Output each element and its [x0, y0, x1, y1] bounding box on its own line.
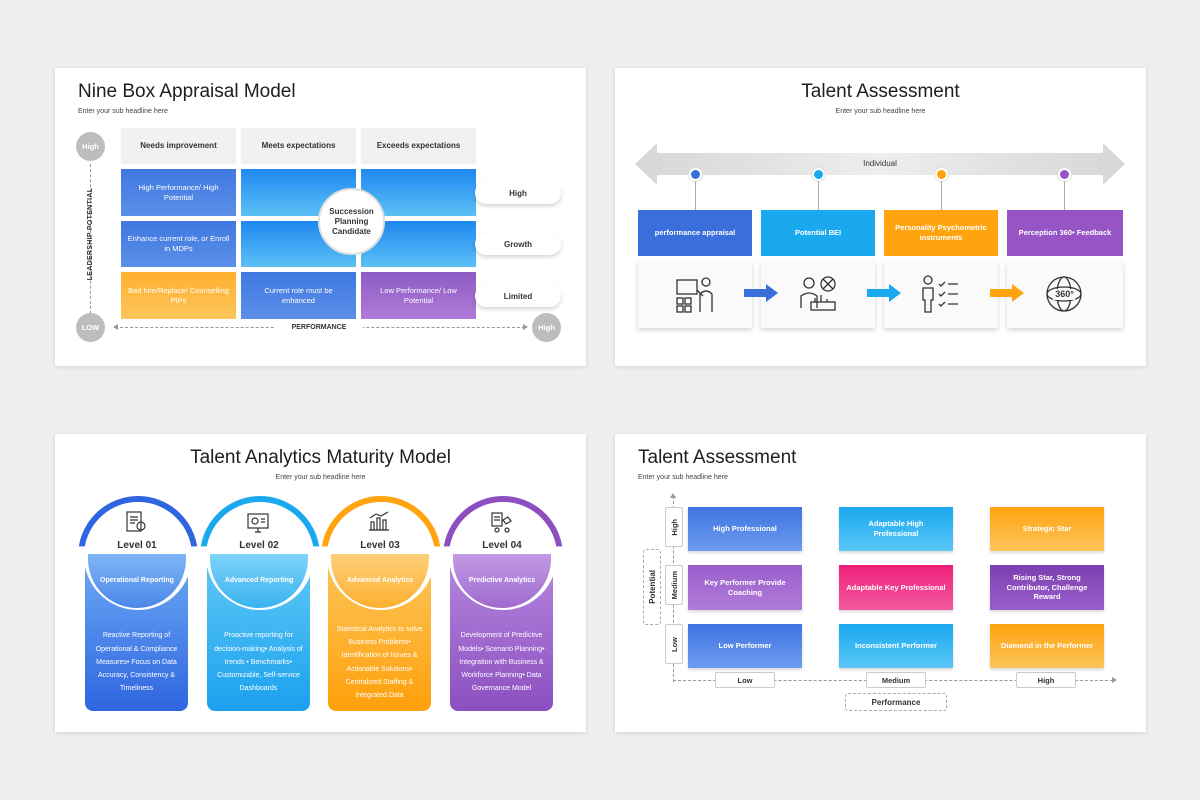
header-exceeds-expectations: Exceeds expectations [361, 128, 476, 164]
x-axis-left-arrow [113, 324, 118, 330]
panel-appraisal [638, 262, 752, 328]
panel-psychometric [884, 262, 998, 328]
slide-title: Nine Box Appraisal Model [78, 81, 296, 102]
cell-strategic-star: Strategic Star [990, 507, 1104, 551]
level-label: Level 04 [482, 539, 522, 551]
cell-rising-star: Rising Star, Strong Contributor, Challen… [990, 565, 1104, 610]
x-axis-label: PERFORMANCE [275, 321, 363, 333]
level-label: Level 02 [239, 539, 279, 551]
x-label-medium: Medium [866, 672, 926, 688]
row-pill-growth: Growth [475, 233, 561, 255]
slide-title: Talent Assessment [801, 81, 960, 102]
row-pill-limited: Limited [475, 285, 561, 307]
level-label: Level 03 [360, 539, 400, 551]
y-label-medium: Medium [665, 565, 683, 605]
slide-title: Talent Assessment [638, 447, 797, 468]
cell-high-performance: High Performance/ High Potential [121, 169, 236, 216]
icon-360-text: 360° [1055, 289, 1074, 299]
cell-key-performer: Key Performer Provide Coaching [688, 565, 802, 610]
dot-psychometric [935, 168, 948, 181]
y-high-label: High [76, 132, 105, 161]
x-axis-label: Performance [845, 693, 947, 711]
x-label-high: High [1016, 672, 1076, 688]
slide-title: Talent Analytics Maturity Model [190, 447, 451, 468]
header-meets-expectations: Meets expectations [241, 128, 356, 164]
talent-grid-slide[interactable]: Talent Assessment Enter your sub headlin… [615, 434, 1146, 732]
individual-banner-arrow [635, 143, 1125, 185]
cell-high-professional: High Professional [688, 507, 802, 551]
y-axis-arrow [670, 493, 676, 498]
level-description: Reactive Reporting of Operational & Comp… [95, 632, 178, 693]
x-axis-arrow [1112, 677, 1117, 683]
box-potential-bei: Potential BEI [761, 210, 875, 256]
arrow-right-icon [990, 284, 1024, 302]
slide-subtitle: Enter your sub headline here [638, 474, 728, 481]
banner-label: Individual [863, 158, 897, 168]
x-label-low: Low [715, 672, 775, 688]
cell-adaptable-high-professional: Adaptable High Professional [839, 507, 953, 551]
cell-current-role-enhanced: Current role must be enhanced [241, 272, 356, 319]
cell-diamond-in-the-performer: Diamond in the Performer [990, 624, 1104, 668]
talent-assessment-slide[interactable]: Talent Assessment Enter your sub headlin… [615, 68, 1146, 366]
nine-box-slide[interactable]: Nine Box Appraisal Model Enter your sub … [55, 68, 586, 366]
dot-bei [812, 168, 825, 181]
connector-line [695, 181, 696, 210]
globe-360-icon [1046, 276, 1082, 312]
predictive-model-icon [491, 512, 512, 533]
appraisal-board-icon [676, 277, 713, 313]
box-performance-appraisal: performance appraisal [638, 210, 752, 256]
y-label-high: High [665, 507, 683, 547]
x-axis-right-arrow [523, 324, 528, 330]
connector-line [941, 181, 942, 210]
succession-planning-circle: Succession Planning Candidate [318, 188, 385, 255]
row-pill-high: High [475, 182, 561, 204]
slide-subtitle: Enter your sub headline here [78, 108, 168, 115]
y-low-label: LOW [76, 313, 105, 342]
header-needs-improvement: Needs improvement [121, 128, 236, 164]
maturity-model-slide[interactable]: Talent Analytics Maturity Model Enter yo… [55, 434, 586, 732]
level-label: Level 01 [117, 539, 157, 551]
y-label-low: Low [665, 624, 683, 664]
cell-bad-hire: Bad hire/Replace/ Counselling PIPs [121, 272, 236, 319]
analytics-chart-icon [369, 511, 389, 531]
slide-subtitle: Enter your sub headline here [835, 108, 926, 115]
cell-inconsistent-performer: Inconsistent Performer [839, 624, 953, 668]
report-document-icon [126, 511, 146, 532]
dashboard-screen-icon [247, 513, 269, 533]
cell-low-performer: Low Performer [688, 624, 802, 668]
x-high-label: High [532, 313, 561, 342]
dot-appraisal [689, 168, 702, 181]
dot-360 [1058, 168, 1071, 181]
level-description: Statistical Analytics to solve Business … [336, 625, 423, 700]
y-axis-line [90, 164, 91, 314]
y-axis-label: Potential [643, 549, 661, 625]
connector-line [818, 181, 819, 210]
panel-bei [761, 262, 875, 328]
level-description: Development of Predictive Models• Scenar… [458, 632, 545, 693]
checklist-person-icon [922, 275, 958, 313]
arrow-right-icon [744, 284, 778, 302]
arrow-right-icon [867, 284, 901, 302]
analyst-chart-icon [800, 276, 836, 311]
slide-subtitle: Enter your sub headline here [275, 474, 366, 481]
cell-adaptable-key-professional: Adaptable Key Professional [839, 565, 953, 610]
box-perception-360: Perception 360• Feedback [1007, 210, 1123, 256]
level-description: Proactive reporting for decision-making•… [214, 632, 303, 693]
box-psychometric: Personality Psychometric instruments [884, 210, 998, 256]
cell-low-performance: Low Performance/ Low Potential [361, 272, 476, 319]
cell-enhance-current-role: Enhance current role, or Enroll in MDPs [121, 221, 236, 267]
connector-line [1064, 181, 1065, 210]
y-axis-label: LEADERSHIP POTENTIAL [86, 187, 94, 281]
